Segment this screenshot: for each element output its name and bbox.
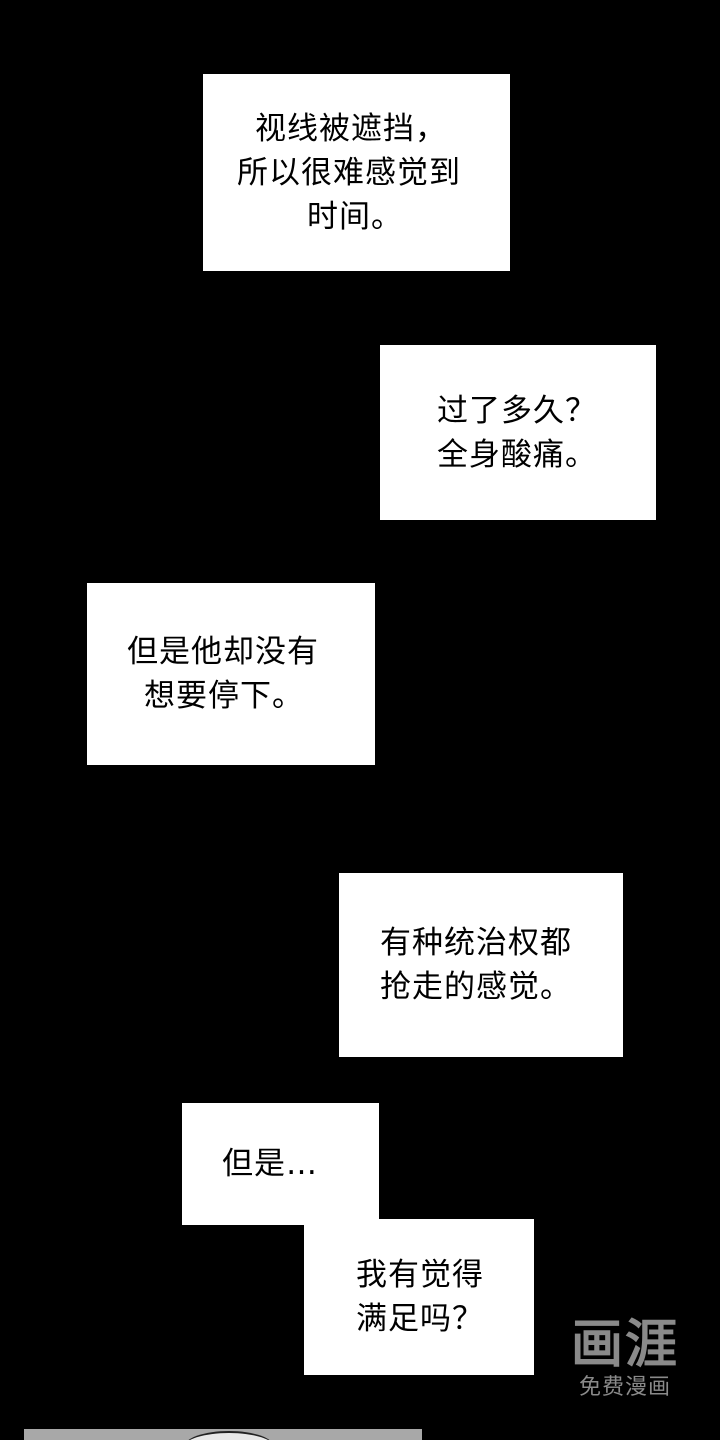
caption-line: 所以很难感觉到: [237, 154, 461, 191]
caption-box-3: 但是他却没有 想要停下。: [87, 583, 375, 765]
caption-line: 想要停下。: [144, 678, 304, 714]
watermark-subtitle: 免费漫画: [578, 1375, 671, 1400]
caption-line: 但是他却没有: [127, 634, 319, 670]
watermark: 画涯 免费漫画: [560, 1316, 690, 1402]
caption-box-5: 但是…: [182, 1103, 379, 1225]
caption-line: 满足吗？: [356, 1301, 484, 1337]
caption-line: 过了多久？: [437, 392, 597, 429]
caption-line: 但是…: [222, 1146, 318, 1182]
caption-line: 全身酸痛。: [437, 436, 597, 473]
caption-box-4: 有种统治权都 抢走的感觉。: [339, 873, 623, 1057]
caption-line: 我有觉得: [356, 1257, 484, 1293]
panel-artwork: [184, 1431, 274, 1440]
caption-line: 时间。: [307, 198, 403, 235]
watermark-logo: 画涯: [570, 1315, 679, 1375]
caption-line: 有种统治权都: [380, 925, 572, 961]
caption-box-1: 视线被遮挡， 所以很难感觉到 时间。: [203, 74, 510, 271]
caption-line: 抢走的感觉。: [380, 969, 572, 1005]
caption-box-2: 过了多久？ 全身酸痛。: [380, 345, 656, 520]
caption-box-6: 我有觉得 满足吗？: [304, 1219, 534, 1375]
next-comic-panel: [24, 1429, 422, 1440]
caption-line: 视线被遮挡，: [255, 110, 447, 147]
